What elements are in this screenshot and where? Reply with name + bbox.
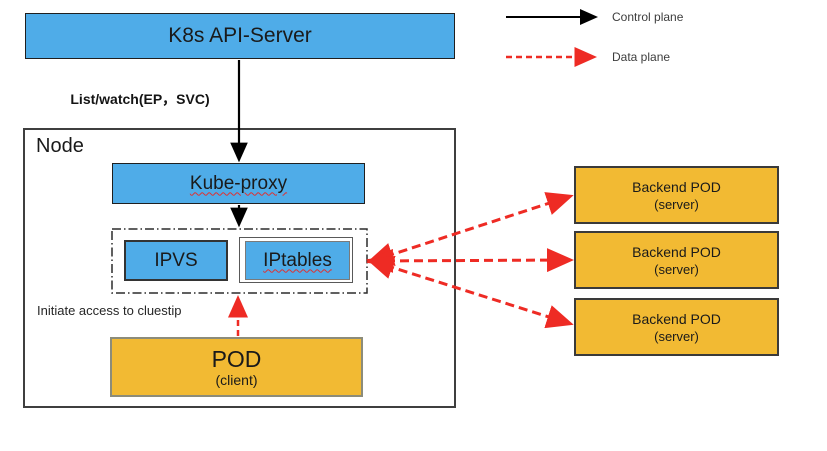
backend-pod-1: Backend POD (server) — [574, 166, 779, 224]
initiate-access-note: Initiate access to cluestip — [37, 303, 182, 318]
api-server-label: K8s API-Server — [168, 24, 312, 47]
ipvs-box: IPVS — [124, 240, 228, 281]
backend-pod-1-title: Backend POD — [632, 178, 721, 195]
iptables-label: IPtables — [263, 249, 332, 271]
client-pod-box: POD (client) — [110, 337, 363, 397]
kube-proxy-box: Kube-proxy — [112, 163, 365, 204]
client-pod-title: POD — [211, 345, 262, 372]
backend-pod-3: Backend POD (server) — [574, 298, 779, 356]
client-pod-subtitle: (client) — [215, 371, 258, 388]
iptables-box: IPtables — [239, 237, 353, 283]
legend-control-plane-label: Control plane — [612, 10, 684, 24]
backend-pod-3-title: Backend POD — [632, 310, 721, 327]
backend-pod-2-title: Backend POD — [632, 243, 721, 260]
backend-pod-1-subtitle: (server) — [654, 196, 699, 212]
iptables-inner-box: IPtables — [245, 241, 350, 280]
ipvs-label: IPVS — [154, 249, 198, 271]
backend-pod-3-subtitle: (server) — [654, 328, 699, 344]
list-watch-label: List/watch(EP，SVC) — [70, 91, 210, 107]
api-server-box: K8s API-Server — [25, 13, 455, 59]
backend-pod-2: Backend POD (server) — [574, 231, 779, 289]
legend-data-plane-label: Data plane — [612, 50, 671, 64]
node-label: Node — [36, 135, 84, 157]
kube-proxy-label: Kube-proxy — [189, 172, 288, 194]
backend-pod-2-subtitle: (server) — [654, 261, 699, 277]
